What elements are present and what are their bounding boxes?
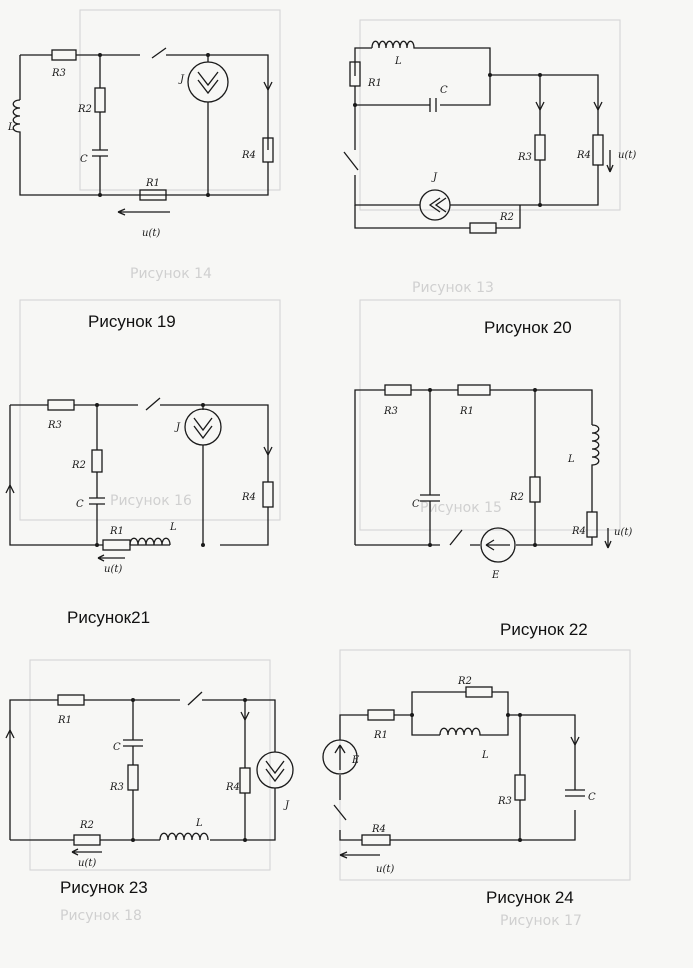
label-c-f23: C (113, 742, 121, 753)
label-r4: R4 (241, 150, 256, 161)
label-r4-f20: R4 (576, 150, 591, 161)
resistor-r4 (262, 137, 274, 163)
caption-figure-19: Рисунок 19 (88, 312, 176, 331)
label-l-f24: L (481, 750, 489, 761)
caption-figure-22: Рисунок 22 (500, 620, 588, 639)
label-r4-f21: R4 (241, 492, 256, 503)
resistor-r4-f22 (586, 511, 598, 538)
ghost-caption-15: Рисунок 15 (420, 500, 502, 516)
resistor-r1-f21 (102, 539, 131, 551)
label-u-f24: u(t) (376, 864, 394, 875)
label-e-f24: E (351, 755, 360, 766)
circuit-19: R3 L R2 C J R4 R1 u(t) (7, 47, 274, 239)
label-u-f21: u(t) (104, 564, 122, 575)
label-r2: R2 (77, 104, 92, 115)
resistor-r1 (139, 189, 167, 201)
label-r4-f24: R4 (371, 824, 386, 835)
label-r3-f22: R3 (383, 406, 398, 417)
label-l-f21: L (169, 522, 177, 533)
label-r3-f23: R3 (109, 782, 124, 793)
label-j: J (178, 74, 185, 85)
resistor-r3-f21 (47, 399, 75, 411)
resistor-r3-f23 (127, 764, 139, 791)
label-u-f22: u(t) (614, 527, 632, 538)
ghost-caption-16: Рисунок 16 (110, 493, 192, 509)
current-source-j (187, 61, 229, 103)
label-r2-f21: R2 (71, 460, 86, 471)
resistor-r1-f23 (57, 694, 85, 706)
label-u-f20: u(t) (618, 150, 636, 161)
label-r1-f22: R1 (459, 406, 474, 417)
label-c-f20: C (440, 85, 448, 96)
resistor-r2-f20 (469, 222, 497, 234)
caption-figure-21: Рисунок21 (67, 608, 151, 627)
label-r4-f22: R4 (571, 526, 586, 537)
resistor-r4-f23 (239, 767, 251, 794)
label-l-f20: L (394, 56, 402, 67)
circuit-22: R3 R1 L C R2 R4 u(t) E (354, 384, 632, 581)
voltage-source-e-f22 (480, 527, 516, 563)
resistor-r3-f20 (534, 134, 546, 161)
label-r3-f21: R3 (47, 420, 62, 431)
ghost-caption-13: Рисунок 13 (412, 280, 494, 296)
ghost-caption-14: Рисунок 14 (130, 266, 212, 282)
label-l-f23: L (195, 818, 203, 829)
resistor-r4-f21 (262, 481, 274, 508)
label-r2-f23: R2 (79, 820, 94, 831)
resistor-r3-f22 (384, 384, 412, 396)
resistor-r1-f20 (349, 61, 361, 87)
label-l-f22: L (567, 454, 575, 465)
label-c: C (80, 154, 88, 165)
label-c-f21: C (76, 499, 84, 510)
circuit-24: R1 R2 L E R3 C R4 u(t) (322, 676, 596, 875)
label-u-f23: u(t) (78, 858, 96, 869)
caption-figure-20: Рисунок 20 (484, 318, 572, 337)
ghost-caption-17: Рисунок 17 (500, 913, 582, 929)
label-r1-f23: R1 (57, 715, 72, 726)
caption-figure-24: Рисунок 24 (486, 888, 574, 907)
resistor-r1-f22 (457, 384, 491, 396)
label-r3-f24: R3 (497, 796, 512, 807)
label-r1-f20: R1 (367, 78, 382, 89)
label-u: u(t) (142, 228, 160, 239)
circuit-23: R1 C R3 R4 J R2 L u(t) (5, 691, 294, 869)
caption-figure-23: Рисунок 23 (60, 878, 148, 897)
resistor-r1-f24 (367, 709, 395, 721)
label-r3: R3 (51, 68, 66, 79)
circuit-20: L R1 C R3 R4 u(t) J R2 (343, 40, 636, 234)
ghost-caption-18: Рисунок 18 (60, 908, 142, 924)
resistor-r2-f24 (465, 686, 493, 698)
resistor-r3 (51, 49, 77, 61)
label-j-f21: J (174, 422, 181, 433)
current-source-j-f23 (256, 751, 294, 789)
label-r3-f20: R3 (517, 152, 532, 163)
resistor-r2 (94, 87, 106, 113)
label-r2-f20: R2 (499, 212, 514, 223)
label-r1-f21: R1 (109, 526, 124, 537)
resistor-r3-f24 (514, 774, 526, 801)
label-j-f20: J (431, 172, 438, 183)
label-l: L (7, 122, 15, 133)
current-source-j-f20 (419, 189, 451, 221)
current-source-j-f21 (184, 408, 222, 446)
resistor-r2-f22 (529, 476, 541, 503)
label-c-f22: C (412, 499, 420, 510)
label-r2-f24: R2 (457, 676, 472, 687)
resistor-r4-f20 (592, 134, 604, 166)
resistor-r2-f21 (91, 449, 103, 473)
label-r2-f22: R2 (509, 492, 524, 503)
label-r4-f23: R4 (225, 782, 240, 793)
label-c-f24: C (588, 792, 596, 803)
label-r1: R1 (145, 178, 160, 189)
resistor-r2-f23 (73, 834, 101, 846)
label-r1-f24: R1 (373, 730, 388, 741)
label-e-f22: E (491, 570, 500, 581)
resistor-r4-f24 (361, 834, 391, 846)
circuit-21: R3 R2 C J R4 R1 L u(t) (5, 397, 274, 575)
label-j-f23: J (283, 800, 290, 811)
voltage-source-e-f24 (322, 739, 358, 775)
